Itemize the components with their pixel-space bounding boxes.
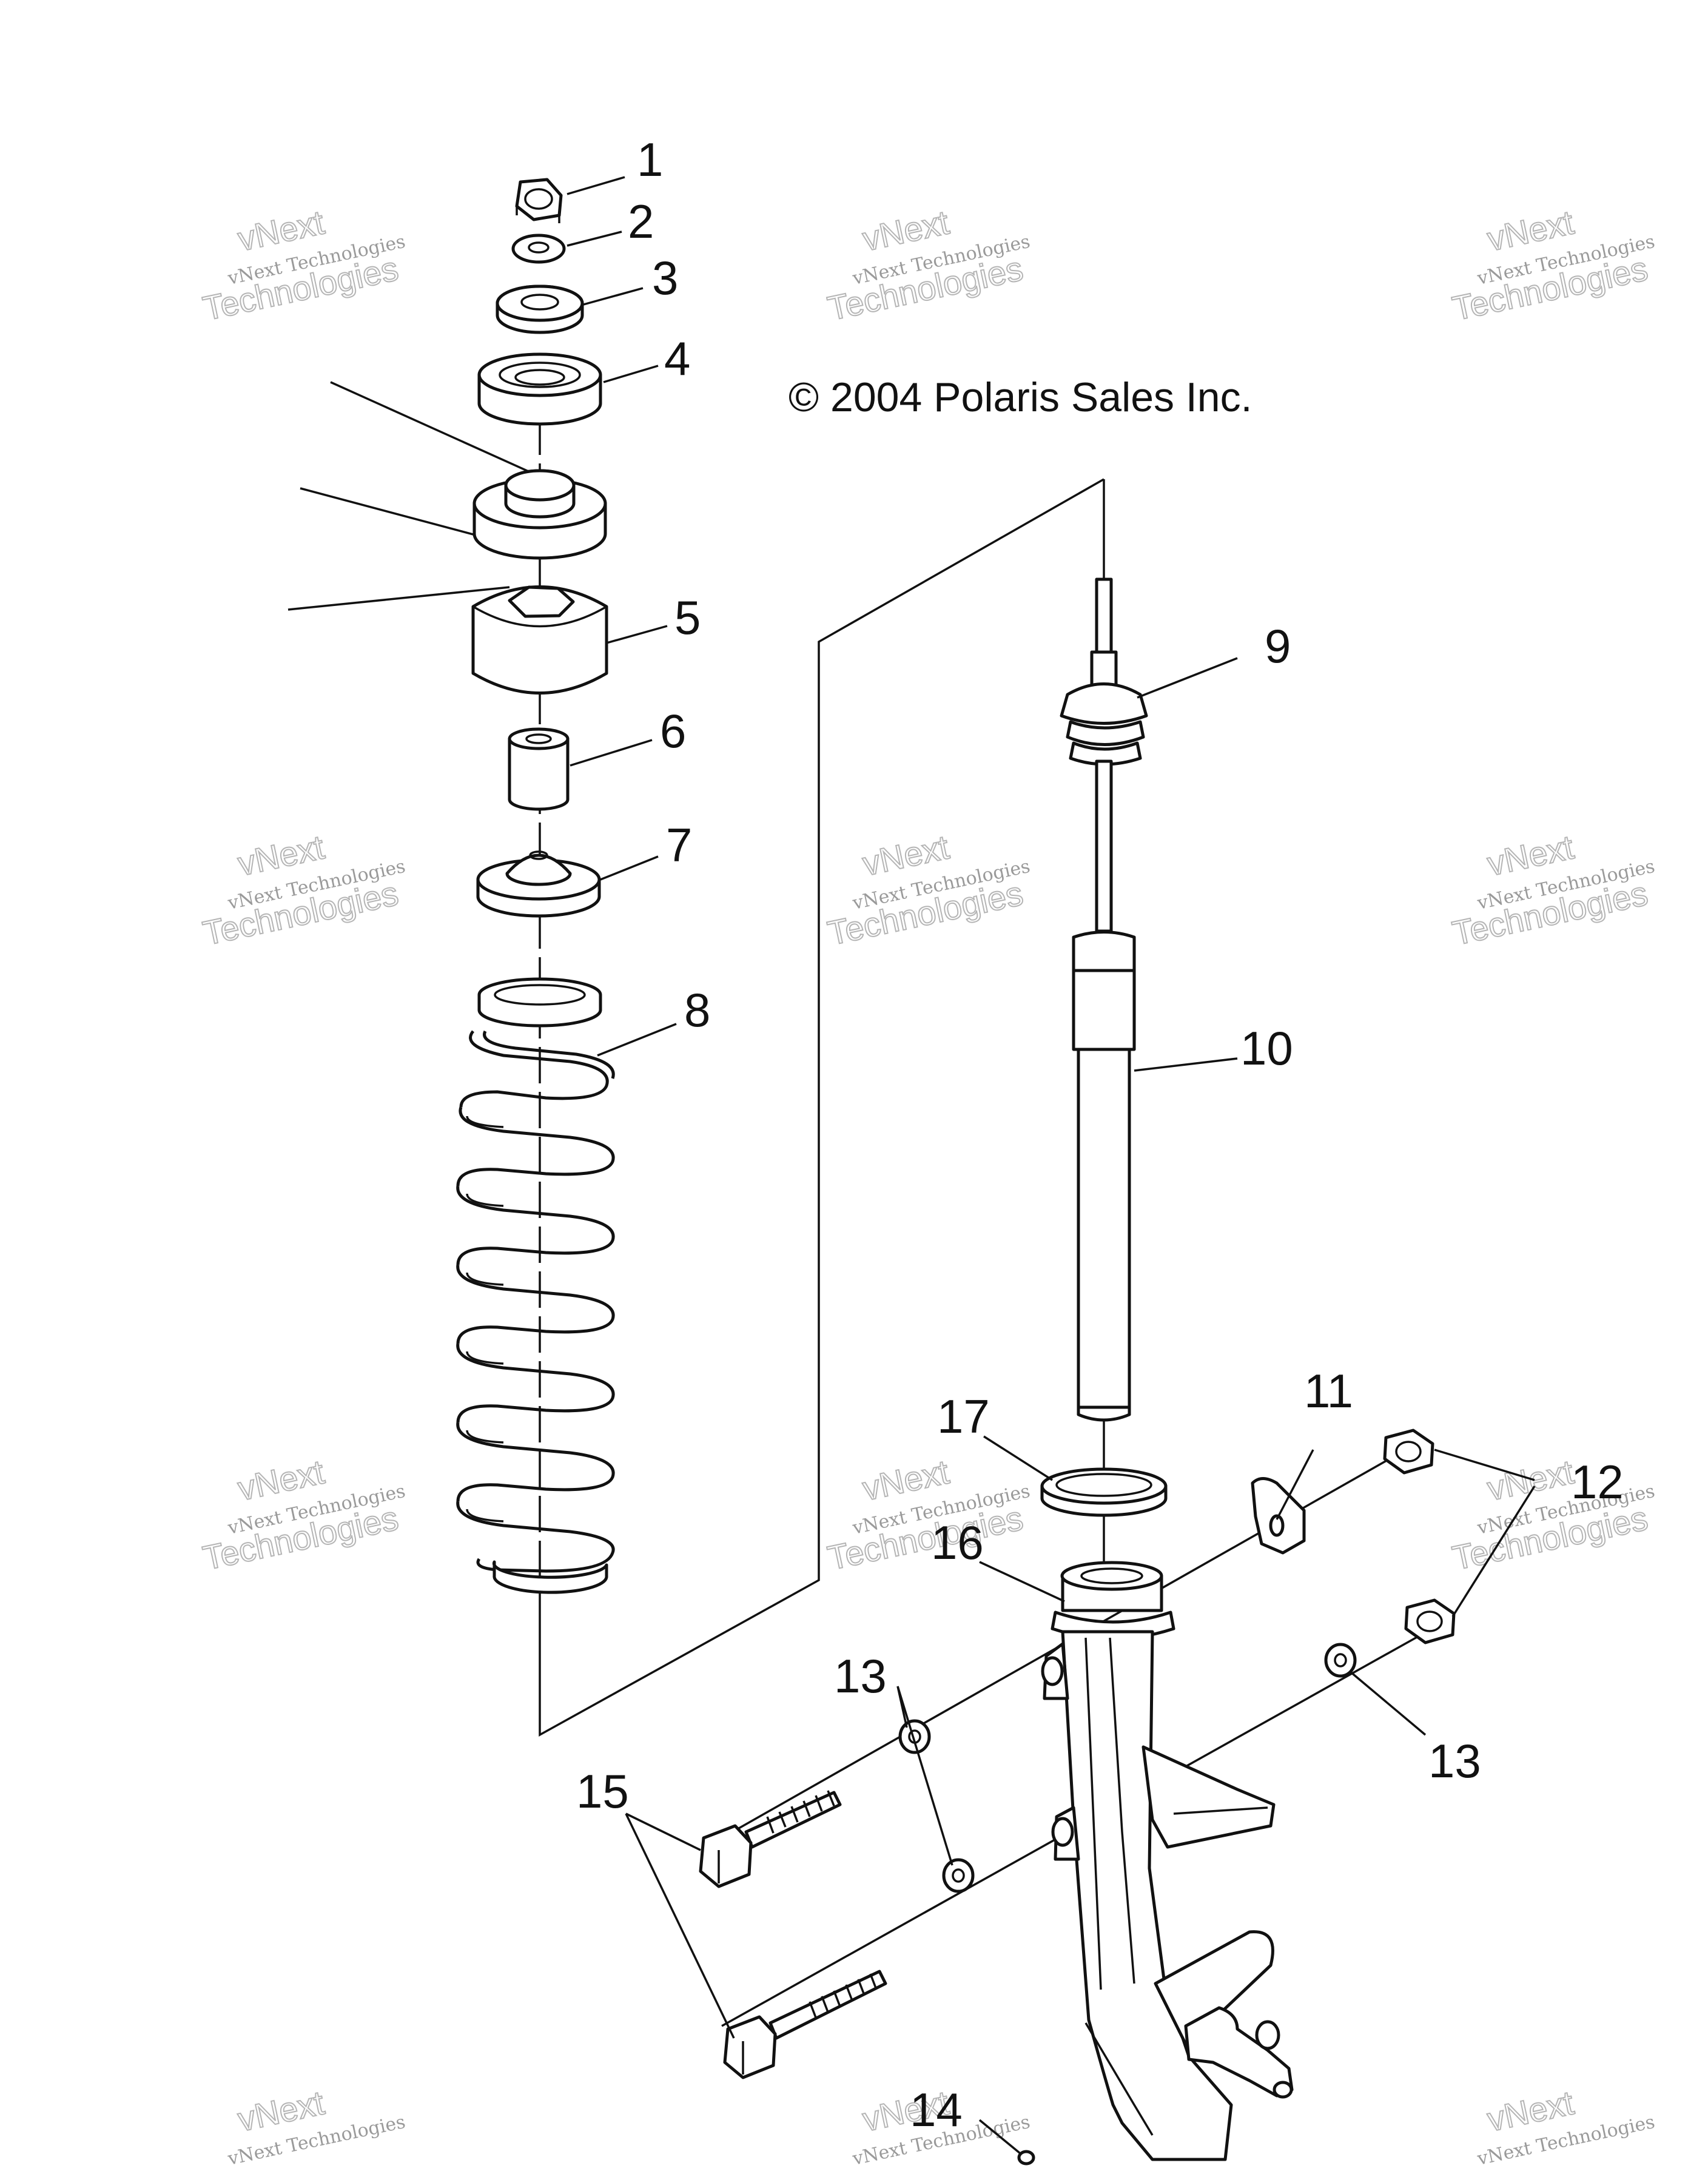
watermark: vNext vNext Technologies xyxy=(1475,2082,1657,2170)
sweep-line xyxy=(330,381,546,480)
callout-2: 2 xyxy=(628,195,654,248)
part-2-washer xyxy=(511,234,566,264)
part-13-washer-right xyxy=(1324,1643,1357,1678)
assembly-bracket-line xyxy=(539,478,1104,1737)
watermark: vNext vNext Technologies Technologies xyxy=(199,202,407,328)
watermark: vNext vNext Technologies Technologies xyxy=(824,1452,1032,1578)
callout-8: 8 xyxy=(684,983,710,1037)
part-15-bolt-lower xyxy=(723,1970,887,2079)
watermark: vNext vNext Technologies Technologies xyxy=(824,202,1032,328)
callout-1: 1 xyxy=(637,133,663,186)
part-10-shock-absorber xyxy=(1072,759,1136,1422)
sweep-line xyxy=(287,586,510,611)
part-4-bearing-cup xyxy=(477,352,602,426)
callout-4: 4 xyxy=(664,332,690,385)
part-13-washer-left-upper xyxy=(898,1719,931,1754)
part-3-spacer xyxy=(496,284,584,334)
part-7-spring-seat xyxy=(476,850,601,918)
watermarks: vNext vNext Technologies Technologies vN… xyxy=(199,202,1657,2170)
watermark: vNext vNext Technologies Technologies xyxy=(199,827,407,953)
callout-3: 3 xyxy=(652,251,678,305)
callout-10: 10 xyxy=(1240,1021,1293,1075)
part-5-rubber-bushing xyxy=(471,585,608,695)
part-9-bump-stop xyxy=(1060,577,1148,766)
part-12-nut-upper xyxy=(1383,1429,1434,1475)
part-14-screw xyxy=(1017,2150,1035,2166)
callout-12: 12 xyxy=(1571,1455,1624,1509)
watermark: vNext vNext Technologies Technologies xyxy=(1448,1452,1656,1578)
callout-labels: 1 2 3 4 5 6 7 8 9 10 11 12 13 13 14 15 1… xyxy=(576,133,1624,2136)
callout-7: 7 xyxy=(666,818,692,872)
callout-11: 11 xyxy=(1304,1364,1353,1418)
part-15-bolt-upper xyxy=(699,1790,842,1888)
callout-17: 17 xyxy=(937,1390,990,1443)
callout-13: 13 xyxy=(834,1649,887,1703)
watermark: vNext vNext Technologies Technologies xyxy=(1448,202,1656,328)
upper-mount-plate xyxy=(472,469,607,560)
callout-13: 13 xyxy=(1428,1734,1481,1788)
copyright-notice: © 2004 Polaris Sales Inc. xyxy=(788,374,1252,420)
part-12-nut-lower xyxy=(1404,1598,1456,1644)
part-17-seal-ring xyxy=(1040,1467,1168,1517)
watermark: vNext vNext Technologies xyxy=(226,2082,408,2170)
callout-14: 14 xyxy=(910,2083,963,2136)
callout-5: 5 xyxy=(674,591,701,644)
watermark: vNext vNext Technologies Technologies xyxy=(1448,827,1656,953)
callout-15: 15 xyxy=(576,1765,629,1818)
watermark: vNext vNext Technologies Technologies xyxy=(199,1452,407,1578)
part-8-coil-spring xyxy=(456,977,615,1594)
part-13-washer-left-lower xyxy=(942,1858,975,1893)
callout-9: 9 xyxy=(1265,619,1291,673)
part-6-sleeve xyxy=(508,727,570,811)
part-16-strut-housing xyxy=(1041,1561,1294,2161)
callout-16: 16 xyxy=(931,1516,984,1569)
watermark: vNext vNext Technologies Technologies xyxy=(824,827,1032,953)
callout-6: 6 xyxy=(660,704,686,758)
leader-lines xyxy=(567,176,1536,2155)
part-1-nut xyxy=(515,178,563,223)
